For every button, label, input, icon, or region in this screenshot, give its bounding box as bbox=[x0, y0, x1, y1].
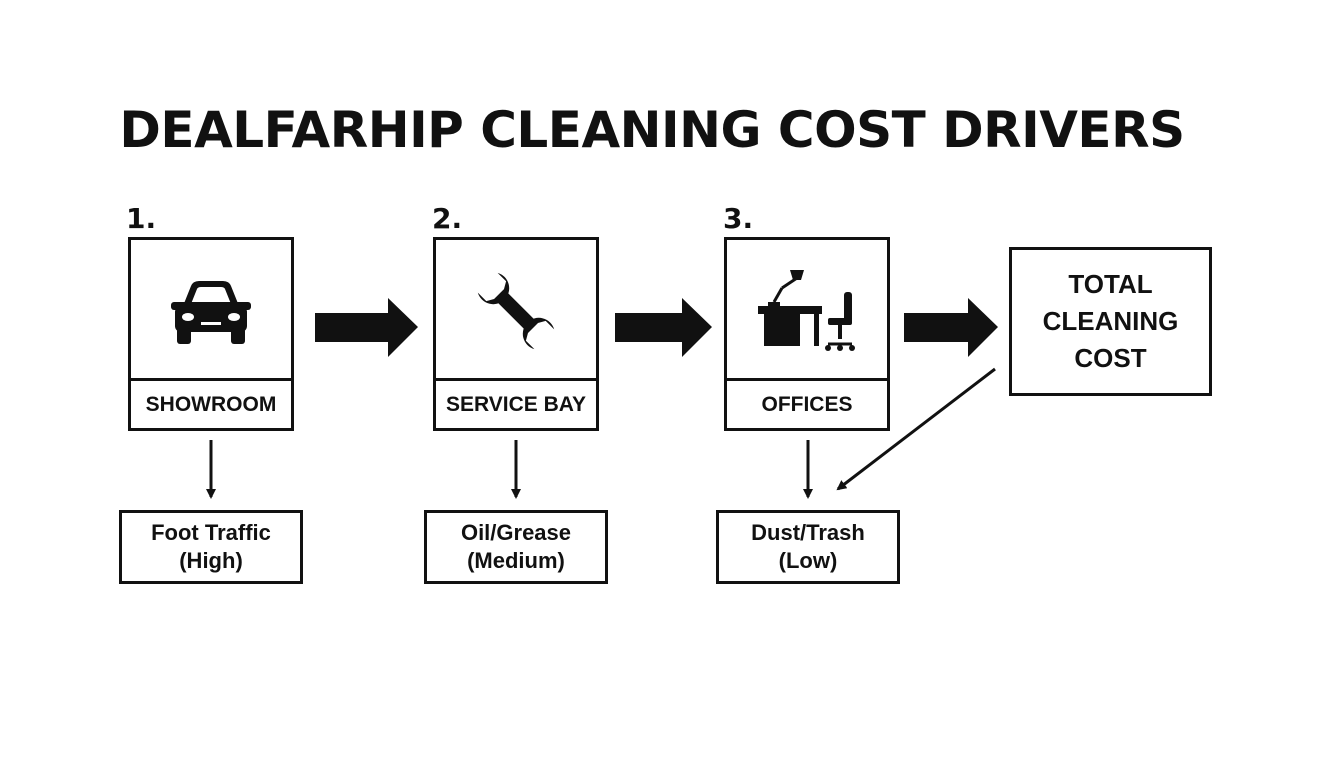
wrench-icon bbox=[477, 272, 555, 349]
office-desk-icon bbox=[758, 269, 855, 351]
total-cleaning-cost-box: TOTAL CLEANING COST bbox=[1009, 247, 1212, 396]
total-line-3: COST bbox=[1074, 343, 1147, 373]
driver-level: (High) bbox=[179, 548, 243, 573]
driver-name: Oil/Grease bbox=[460, 520, 572, 545]
total-line-1: TOTAL bbox=[1068, 269, 1153, 299]
stage-showroom: SHOWROOM bbox=[128, 237, 294, 431]
stage-service-bay: SERVICE BAY bbox=[433, 237, 599, 431]
driver-box-foot-traffic: Foot Traffic (High) bbox=[119, 510, 303, 584]
stage-label: SHOWROOM bbox=[131, 378, 291, 428]
driver-level: (Low) bbox=[778, 548, 838, 573]
driver-name: Dust/Trash bbox=[751, 520, 865, 545]
step-number-3: 3. bbox=[723, 202, 754, 235]
stage-offices: OFFICES bbox=[724, 237, 890, 431]
car-icon bbox=[171, 280, 251, 344]
driver-box-dust-trash: Dust/Trash (Low) bbox=[716, 510, 900, 584]
flow-arrow-3-to-total bbox=[904, 298, 998, 357]
stage-label: OFFICES bbox=[727, 378, 887, 428]
flow-arrow-1-to-2 bbox=[315, 298, 418, 357]
driver-level: (Medium) bbox=[467, 548, 565, 573]
driver-box-oil-grease: Oil/Grease (Medium) bbox=[424, 510, 608, 584]
stage-label: SERVICE BAY bbox=[436, 378, 596, 428]
total-line-2: CLEANING bbox=[1042, 306, 1179, 336]
step-number-1: 1. bbox=[126, 202, 157, 235]
flow-arrow-2-to-3 bbox=[615, 298, 712, 357]
step-number-2: 2. bbox=[432, 202, 463, 235]
driver-name: Foot Traffic bbox=[151, 520, 271, 545]
diagram-title: DEALFARHIP CLEANING COST DRIVERS bbox=[119, 101, 1185, 159]
